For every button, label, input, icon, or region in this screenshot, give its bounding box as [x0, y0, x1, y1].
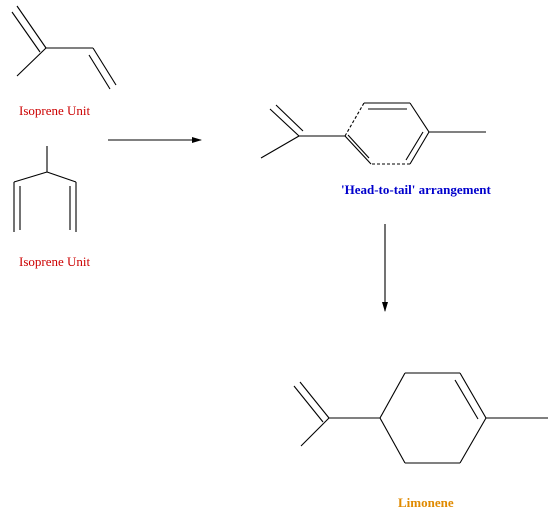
isoprene-molecule-top: [11, 5, 117, 90]
isoprene-label-top: Isoprene Unit: [19, 103, 91, 118]
limonene-label: Limonene: [398, 495, 454, 510]
isoprene-molecule-bottom: [13, 146, 77, 232]
isoprene-label-bottom: Isoprene Unit: [19, 254, 91, 269]
head-to-tail-molecule: [260, 102, 486, 165]
head-to-tail-label: 'Head-to-tail' arrangement: [341, 182, 491, 197]
limonene-molecule: [293, 372, 548, 464]
